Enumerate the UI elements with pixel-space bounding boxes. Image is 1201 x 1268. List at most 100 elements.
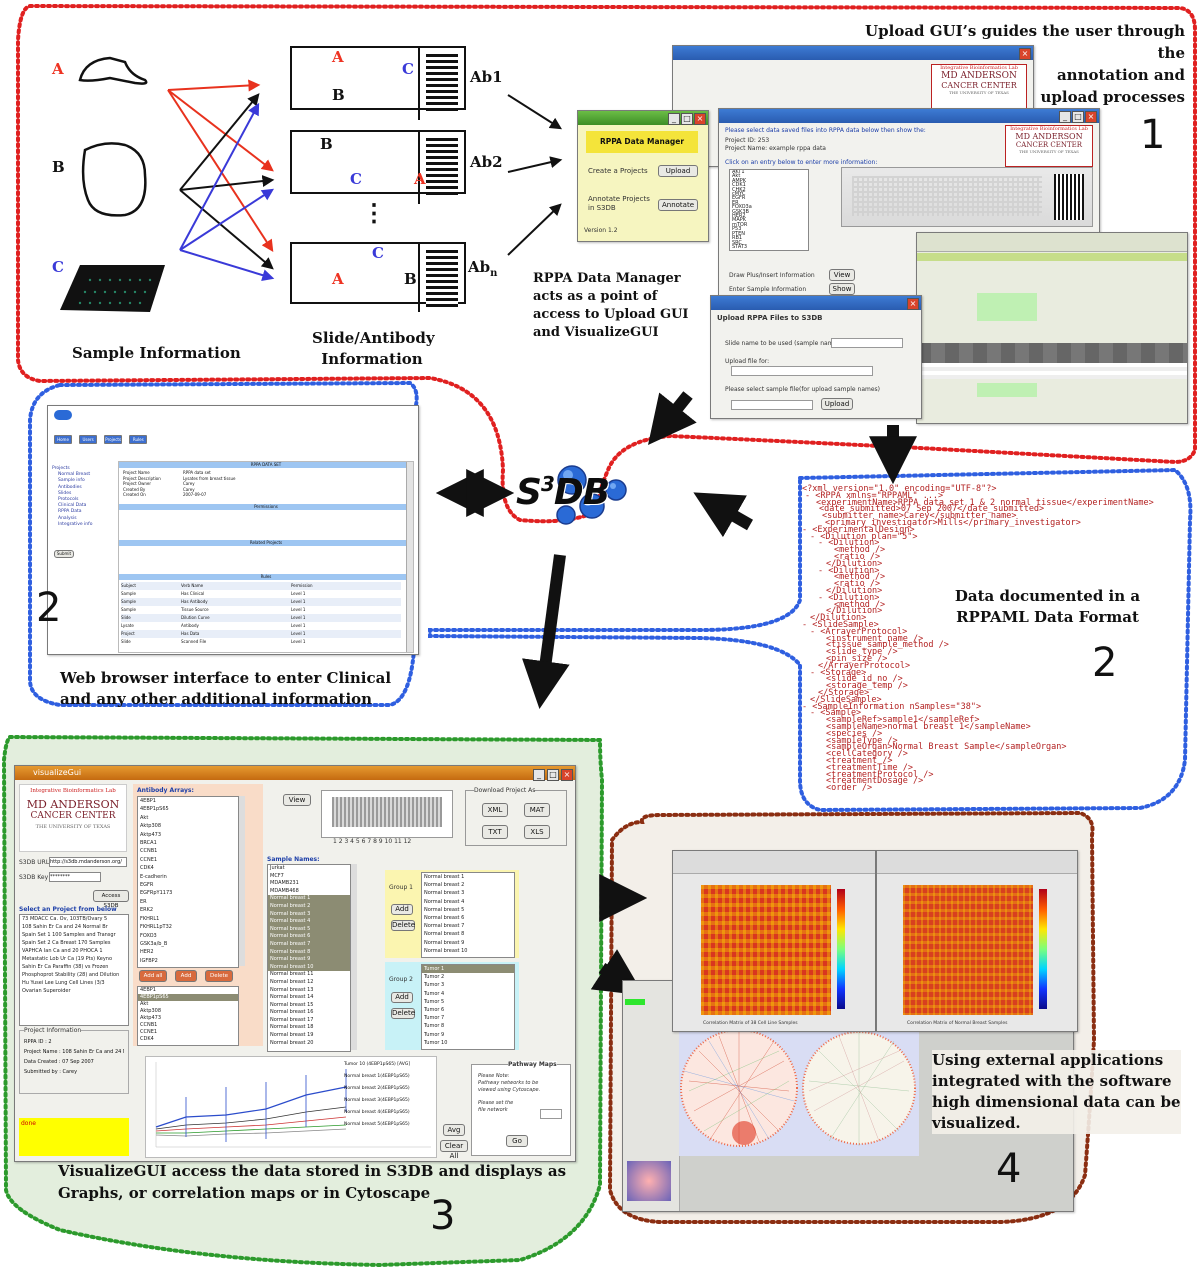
go-button[interactable]: Go xyxy=(506,1135,528,1147)
antibody-list-item[interactable]: GSK3a/b_B xyxy=(140,940,168,947)
show-button[interactable]: Show xyxy=(829,283,855,295)
antibody-list-item[interactable]: 4EBP1pS65 xyxy=(140,806,169,813)
project-list-item[interactable]: VAPHCA Ian Ca and 20 PHOCA 1 xyxy=(22,948,103,954)
project-list-item[interactable]: Spain Set 1 100 Samples and Transgr xyxy=(22,932,116,938)
avg-button[interactable]: Avg xyxy=(443,1124,465,1136)
antibody-list-item[interactable]: FOXO3 xyxy=(140,932,157,939)
nav-home[interactable]: Home xyxy=(54,435,72,444)
close-icon[interactable]: × xyxy=(561,769,573,781)
antibody-list-item[interactable]: CDK4 xyxy=(140,865,154,872)
txt-button[interactable]: TXT xyxy=(482,825,508,839)
close-icon[interactable]: × xyxy=(1085,111,1097,123)
minimize-icon[interactable]: _ xyxy=(668,113,680,125)
group1-list-item[interactable]: Normal breast 10 xyxy=(424,947,468,954)
group1-list-item[interactable]: Normal breast 8 xyxy=(424,931,465,938)
scrollbar[interactable] xyxy=(406,462,413,652)
antibody-list-item[interactable]: IGFBP2 xyxy=(140,957,158,964)
list-item[interactable]: HER2 xyxy=(732,213,746,220)
group1-list-item[interactable]: Normal breast 9 xyxy=(424,939,465,946)
list-item[interactable]: PTEN xyxy=(732,230,745,237)
sample-list-item[interactable]: Normal breast 4 xyxy=(268,918,350,926)
tree-item[interactable]: Sample info xyxy=(58,478,85,484)
group2-list-item[interactable]: Tumor 10 xyxy=(424,1039,448,1046)
mat-button[interactable]: MAT xyxy=(524,803,550,817)
clear-all-button[interactable]: Clear All xyxy=(440,1140,468,1160)
upload-button[interactable]: Upload xyxy=(658,165,698,177)
antibody-list-item[interactable]: Aktp308 xyxy=(140,823,161,830)
minimize-icon[interactable]: _ xyxy=(1059,111,1071,123)
group2-list-item[interactable]: Tumor 2 xyxy=(424,974,445,981)
list-item[interactable]: GSK3B xyxy=(732,208,749,215)
sample-list-item[interactable]: Normal breast 1 xyxy=(268,895,350,903)
project-list-item[interactable]: Hu Yusei Lee Lung Cell Lines (3/3 xyxy=(22,980,105,986)
group1-list-item[interactable]: Normal breast 4 xyxy=(424,898,465,905)
group2-list-item[interactable]: Tumor 9 xyxy=(424,1031,445,1038)
sample-list-item[interactable]: Normal breast 14 xyxy=(270,994,314,1001)
antibody-list-item[interactable]: EGFR xyxy=(140,882,154,889)
tree-item[interactable]: Analysis xyxy=(58,515,77,521)
project-list-item[interactable]: 108 Sahin Er Ca and 24 Normal Br xyxy=(22,924,108,930)
s3db-url-input[interactable]: http://s3db.mdanderson.org/ xyxy=(49,857,127,867)
tree-item[interactable]: Normal Breast xyxy=(58,472,91,478)
antibody-list-item[interactable]: FKHRL1 xyxy=(140,915,160,922)
project-list-item[interactable]: Metastatic Lob Ur Ca (19 Pts) Keyno xyxy=(22,956,113,962)
antibody-list-item[interactable]: FKHRL1pT32 xyxy=(140,924,172,931)
sample-list-item[interactable]: Normal breast 11 xyxy=(270,971,314,978)
sample-list-item[interactable]: Normal breast 13 xyxy=(270,986,314,993)
tree-item[interactable]: RPPA Data xyxy=(58,509,82,515)
upload-field2-input[interactable] xyxy=(731,366,873,376)
project-list-item[interactable]: Sahin Er Ca Paraffin (38) vs Frozen xyxy=(22,964,109,970)
key-input[interactable]: ******** xyxy=(49,872,101,882)
xls-button[interactable]: XLS xyxy=(524,825,550,839)
antibody-list-item[interactable]: ER xyxy=(140,898,147,905)
group1-list-item[interactable]: Normal breast 3 xyxy=(424,890,465,897)
sample-list-item[interactable]: Normal breast 18 xyxy=(270,1024,314,1031)
antibody-selected-item[interactable]: CCNB1 xyxy=(140,1022,158,1028)
group1-list-item[interactable]: Normal breast 5 xyxy=(424,906,465,913)
submit-button[interactable]: Submit xyxy=(54,550,74,558)
list-item[interactable]: FOXO3a xyxy=(732,204,752,211)
group1-list-item[interactable]: Normal breast 1 xyxy=(424,874,465,880)
sample-list-item[interactable]: Normal breast 7 xyxy=(268,940,350,949)
antibody-list-item[interactable]: ERK2 xyxy=(140,907,154,914)
antibody-list-item[interactable]: 4EBP1 xyxy=(140,798,156,804)
antibody-selected-item[interactable]: CCNE1 xyxy=(140,1029,158,1035)
minimize-icon[interactable]: _ xyxy=(533,769,545,781)
sample-list-item[interactable]: Normal breast 19 xyxy=(270,1032,314,1039)
annotate-button[interactable]: Annotate xyxy=(658,199,698,211)
antibody-selected-item[interactable]: Aktp473 xyxy=(140,1015,161,1021)
antibody-list-item[interactable]: CCNB1 xyxy=(140,848,158,855)
close-icon[interactable]: × xyxy=(1019,48,1031,60)
group1-delete-button[interactable]: Delete xyxy=(391,920,415,931)
list-item[interactable]: Akt xyxy=(732,173,741,180)
sample-list-item[interactable]: Normal breast 5 xyxy=(268,925,350,934)
upload-field3-input[interactable] xyxy=(731,400,813,410)
group2-delete-button[interactable]: Delete xyxy=(391,1008,415,1019)
nav-users[interactable]: Users xyxy=(79,435,98,444)
sample-list-item[interactable]: Normal breast 2 xyxy=(268,902,350,911)
add-all-button[interactable]: Add all xyxy=(139,970,167,982)
tree-item[interactable]: Antibodies xyxy=(58,484,82,490)
list-item[interactable]: P53 xyxy=(732,226,742,233)
list-item[interactable]: STAT3 xyxy=(732,243,748,250)
group1-list-item[interactable]: Normal breast 7 xyxy=(424,923,465,930)
antibody-list-item[interactable]: BRCA1 xyxy=(140,840,157,847)
tree-item[interactable]: Clinical Data xyxy=(58,503,87,509)
sample-list-item[interactable]: Normal breast 3 xyxy=(268,910,350,919)
project-list-item[interactable]: Ovarian Superoider xyxy=(22,988,71,994)
antibody-list-item[interactable]: E-cadherin xyxy=(140,873,167,880)
xml-button[interactable]: XML xyxy=(482,803,508,817)
add-button[interactable]: Add xyxy=(175,970,197,982)
sample-list-item[interactable]: Normal breast 9 xyxy=(268,956,350,964)
group2-add-button[interactable]: Add xyxy=(391,992,413,1003)
sample-list-item[interactable]: MDAMB231 xyxy=(270,880,299,887)
list-item[interactable]: AMPK xyxy=(732,177,747,184)
tree-item[interactable]: Integrative info xyxy=(58,521,93,527)
group2-list-item[interactable]: Tumor 4 xyxy=(424,990,445,997)
antibody-selected-item[interactable]: 4EBP1 xyxy=(140,987,156,993)
group2-list-item[interactable]: Tumor 1 xyxy=(422,965,514,974)
